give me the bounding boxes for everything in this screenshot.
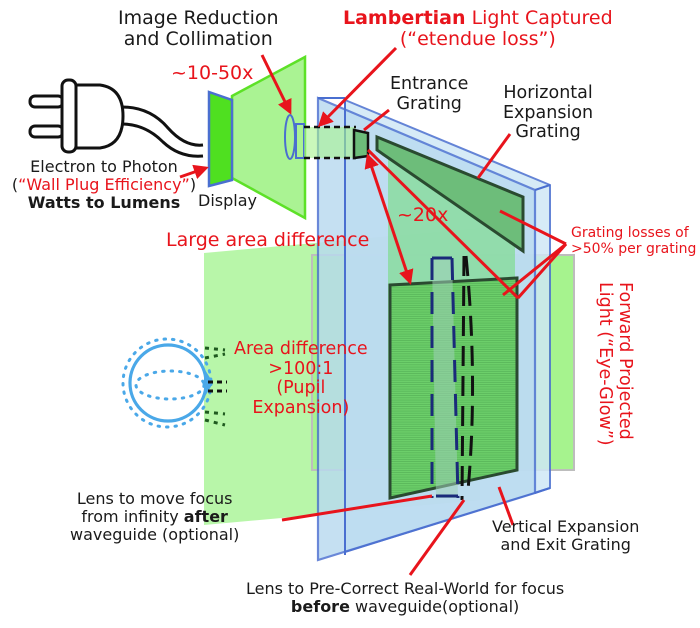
label-grating-losses-line2: >50% per grating: [571, 240, 697, 257]
label-wpe-text: “Wall Plug Efficiency”: [18, 174, 190, 194]
label-display: Display: [198, 191, 257, 210]
light-tube: [304, 127, 356, 158]
label-wpe-close: ): [189, 174, 197, 194]
lens-after-dashes: [430, 257, 460, 499]
label-entrance-line2: Grating: [396, 93, 462, 114]
label-lens-before: Lens to Pre-Correct Real-World for focus…: [246, 580, 564, 616]
label-area-diff-line2: >100:1: [268, 358, 334, 379]
label-horizontal-line2: Expansion: [503, 102, 594, 123]
label-area-factor: ~20x: [397, 204, 449, 226]
display-panel: [207, 90, 234, 188]
line-entrance-grating: [363, 108, 390, 132]
line-grating-loss-2: [516, 243, 568, 299]
line-vertical-grating: [497, 486, 515, 526]
label-grating-losses: Grating losses of >50% per grating: [571, 225, 697, 257]
label-watts-to-lumens: Watts to Lumens: [27, 192, 181, 212]
lens-after-waveguide: [432, 258, 458, 498]
label-lambertian-bold: Lambertian: [343, 7, 466, 29]
label-area-diff-line1: Area difference: [234, 339, 368, 359]
eye-icon: [121, 337, 214, 429]
waveguide-corner-edge-bottom: [534, 487, 551, 494]
arrow-area-20x: [364, 153, 414, 285]
label-lambertian: Lambertian Light Captured (“etendue loss…: [343, 7, 613, 51]
label-image-reduction: Image Reduction and Collimation: [118, 7, 279, 51]
pupil-rays: [208, 380, 227, 393]
label-area-diff-line4: Expansion): [252, 397, 350, 418]
arrow-lambertian: [317, 46, 398, 128]
lens-after-caps: [432, 256, 458, 498]
label-forward-line2: Light (“Eye-Glow”): [595, 282, 616, 446]
label-lens-after-line3: waveguide (optional): [70, 524, 240, 544]
label-horizontal-line1: Horizontal: [503, 83, 593, 103]
pupil-rays-green: [204, 346, 226, 427]
lens-before-waveguide: [460, 255, 475, 501]
label-vertical-line2: and Exit Grating: [500, 534, 631, 554]
label-etendue: (“etendue loss”): [399, 28, 556, 51]
line-lens-before: [408, 499, 466, 576]
label-large-area-difference: Large area difference: [166, 229, 370, 251]
line-grating-loss-3: [502, 242, 567, 297]
line-horizontal-grating: [476, 133, 512, 179]
label-horizontal-grating: Horizontal Expansion Grating: [503, 83, 594, 143]
label-image-reduction-line1: Image Reduction: [118, 7, 279, 29]
label-electron-to-photon: Electron to Photon (“Wall Plug Efficienc…: [0, 158, 208, 212]
label-forward-line1: Forward Projected: [615, 282, 635, 440]
label-image-reduction-line2: and Collimation: [123, 28, 273, 51]
label-forward-projected: Forward Projected Light (“Eye-Glow”): [595, 282, 635, 446]
label-electron-line: Electron to Photon: [30, 157, 178, 176]
arrow-collimation: [260, 54, 292, 115]
label-entrance-grating: Entrance Grating: [390, 74, 469, 114]
label-vertical-grating: Vertical Expansion and Exit Grating: [492, 518, 639, 554]
label-lambertian-rest: Light Captured: [465, 7, 613, 29]
label-area-difference: Area difference >100:1 (Pupil Expansion): [234, 339, 368, 418]
label-area-diff-line3: (Pupil: [276, 378, 326, 399]
label-lens-before-bold: before: [290, 596, 350, 616]
label-lens-before-line1: Lens to Pre-Correct Real-World for focus: [246, 579, 565, 598]
horizontal-expansion-grating: [375, 134, 525, 254]
label-lens-after: Lens to move focus from infinity after w…: [70, 490, 239, 544]
line-grating-loss-1: [499, 209, 567, 246]
label-lens-after-line2a: from infinity: [81, 506, 184, 526]
label-vertical-line1: Vertical Expansion: [492, 517, 640, 536]
annotation-lines: [179, 46, 568, 576]
label-lens-after-line1: Lens to move focus: [76, 489, 233, 508]
label-lens-before-line2: waveguide(optional): [349, 596, 520, 616]
label-horizontal-line3: Grating: [515, 122, 581, 143]
entrance-grating: [352, 128, 370, 160]
label-wpe-open: (: [11, 174, 19, 194]
label-grating-losses-line1: Grating losses of: [571, 225, 689, 241]
line-grating-loss-from-entrance: [366, 148, 520, 300]
label-lens-after-bold: after: [183, 506, 228, 526]
waveguide-corner-edge: [534, 184, 551, 191]
arrow-display: [179, 164, 209, 180]
label-entrance-line1: Entrance: [390, 74, 469, 94]
power-plug-icon: [28, 78, 204, 158]
label-reduction-factor: ~10-50x: [171, 62, 254, 84]
line-lens-after: [281, 494, 433, 522]
